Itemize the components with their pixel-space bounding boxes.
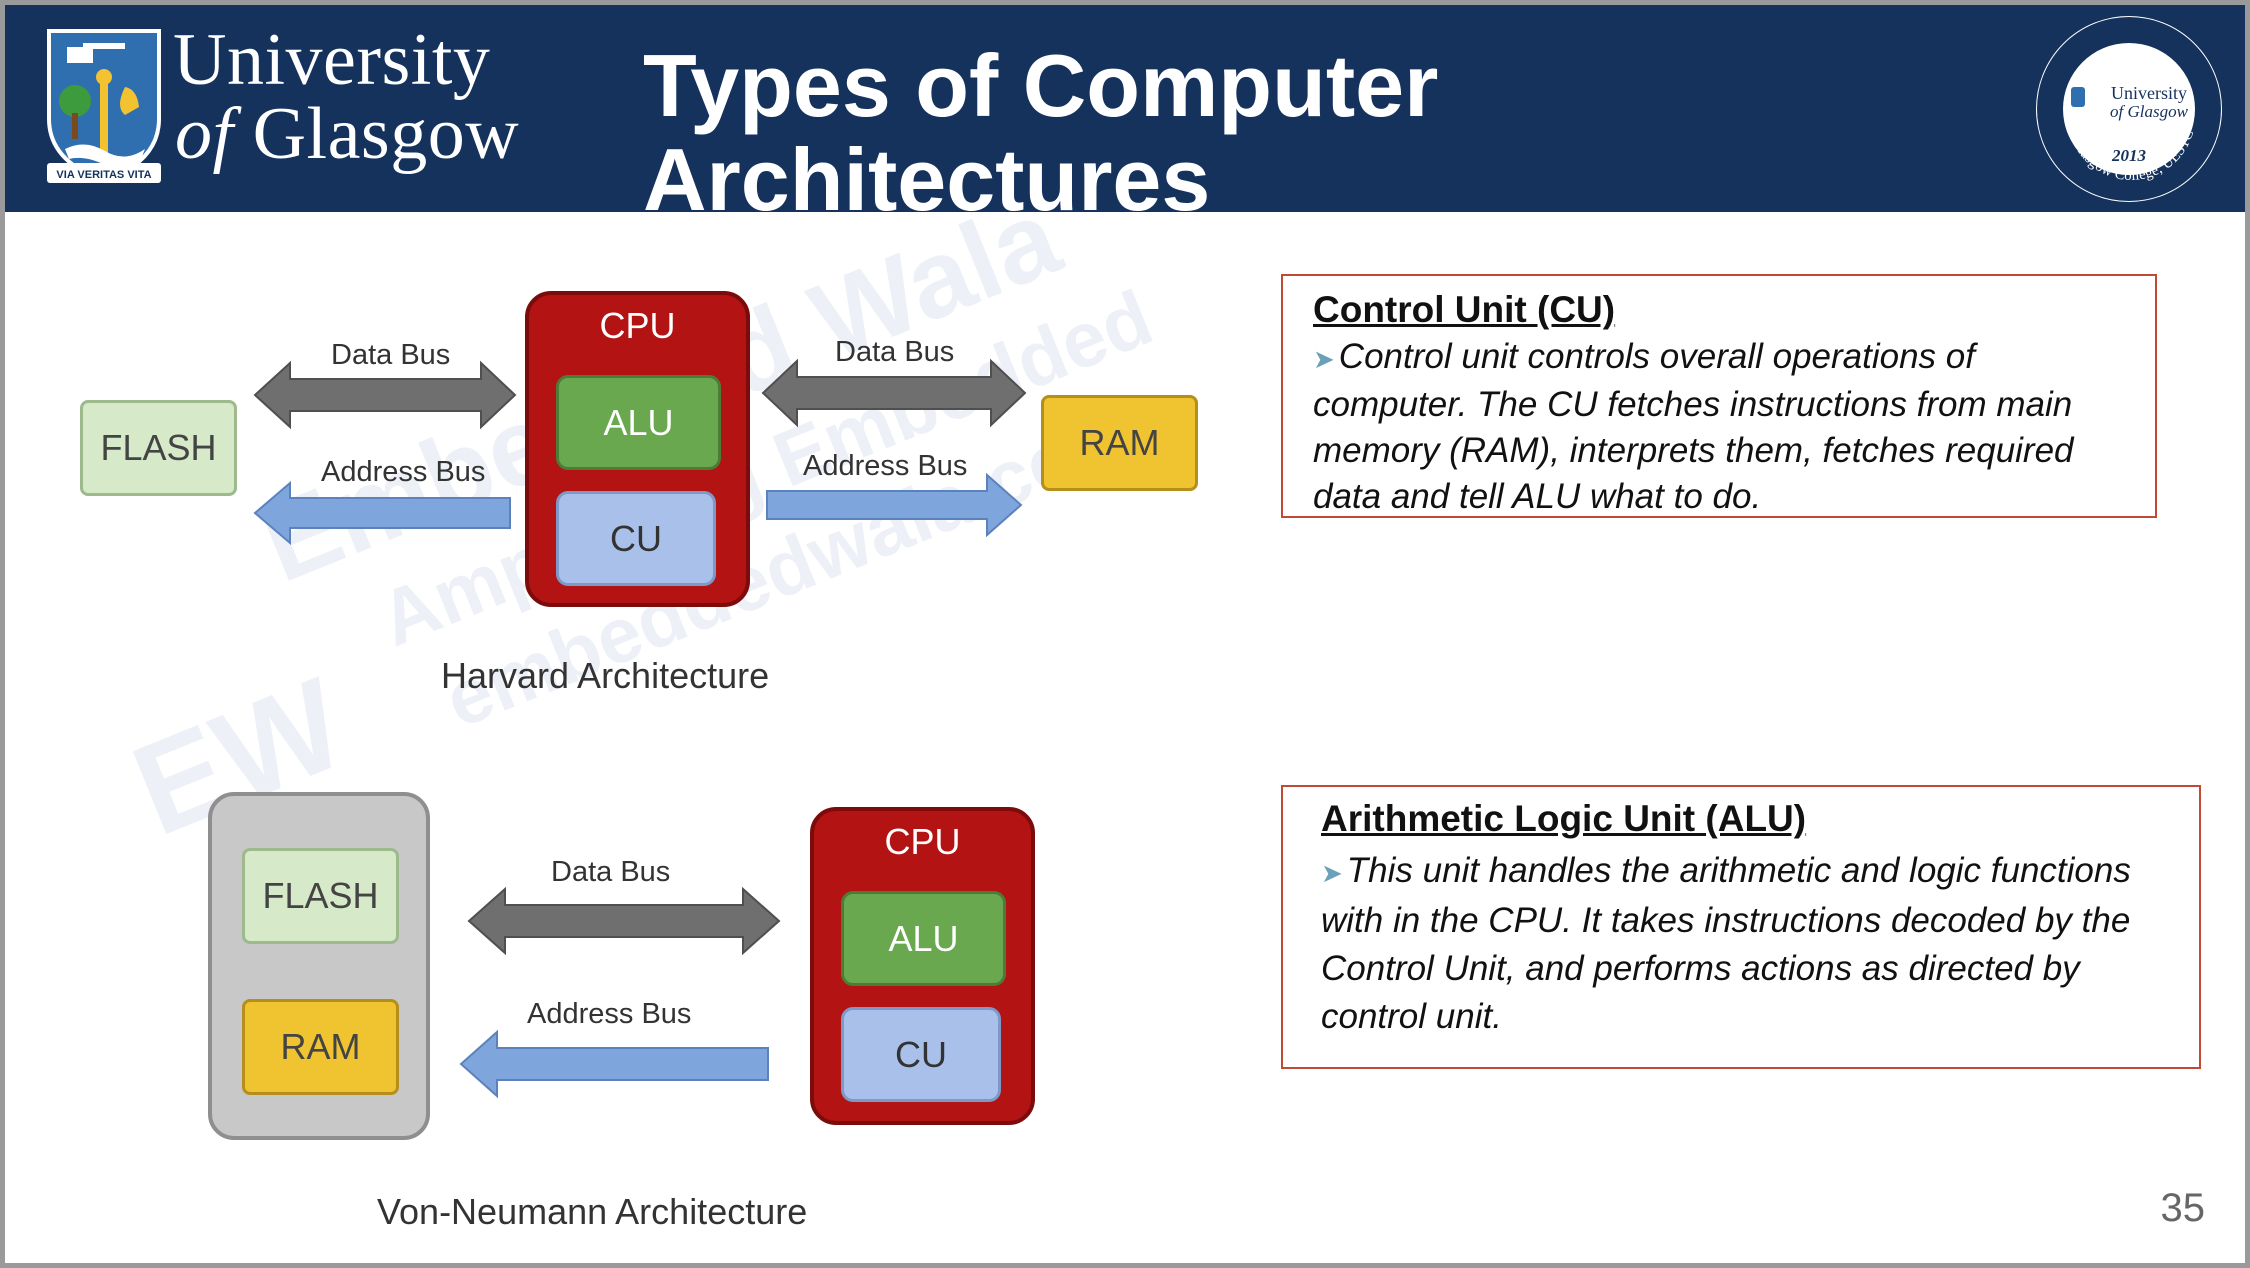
vn-caption: Von-Neumann Architecture xyxy=(377,1191,808,1232)
university-wordmark-line2: of Glasgow xyxy=(175,93,520,175)
college-seal-icon: University of Glasgow 2013 Glasgow Colle… xyxy=(2034,14,2224,204)
harvard-right-data-bus-arrow xyxy=(761,358,1027,428)
arrow-bullet-icon: ➤ xyxy=(1313,344,1335,374)
harvard-cpu-block: CPU ALU CU xyxy=(525,291,750,607)
vn-data-bus-label: Data Bus xyxy=(551,856,671,888)
vn-address-bus-arrow xyxy=(459,1029,769,1099)
seal-inner-line1: University xyxy=(2111,83,2187,103)
page-number: 35 xyxy=(2160,1186,2206,1230)
alu-info-text: ➤This unit handles the arithmetic and lo… xyxy=(1321,847,2177,1041)
page-title: Types of Computer Architectures xyxy=(643,39,1438,227)
alu-info-title: Arithmetic Logic Unit (ALU) xyxy=(1321,798,1807,839)
vn-cpu-label: CPU xyxy=(884,821,961,862)
vn-flash-block: FLASH xyxy=(242,848,399,944)
vn-data-bus-arrow xyxy=(467,886,781,956)
harvard-flash-block: FLASH xyxy=(80,400,237,496)
vn-memory-panel: FLASH RAM xyxy=(208,792,430,1140)
cu-info-title: Control Unit (CU) xyxy=(1313,289,1616,330)
alu-info-body: This unit handles the arithmetic and log… xyxy=(1321,851,2131,1036)
vn-cu-block: CU xyxy=(841,1007,1001,1102)
harvard-right-address-bus-arrow xyxy=(766,472,1023,538)
harvard-alu-block: ALU xyxy=(556,375,721,470)
vn-alu-block: ALU xyxy=(841,891,1006,986)
vn-address-bus-label: Address Bus xyxy=(527,998,692,1030)
harvard-cpu-label: CPU xyxy=(599,305,676,346)
page-title-line1: Types of Computer xyxy=(643,36,1439,135)
seal-inner-line2: of Glasgow xyxy=(2110,102,2189,121)
arrow-bullet-icon: ➤ xyxy=(1321,858,1343,888)
university-wordmark: University of Glasgow xyxy=(173,23,519,171)
cu-info-text: ➤Control unit controls overall operation… xyxy=(1313,334,2133,520)
harvard-cu-block: CU xyxy=(556,491,716,586)
harvard-left-data-bus-arrow xyxy=(253,360,517,430)
harvard-left-data-bus-label: Data Bus xyxy=(331,339,451,371)
harvard-caption: Harvard Architecture xyxy=(441,655,770,696)
harvard-ram-block: RAM xyxy=(1041,395,1198,491)
university-wordmark-line1: University xyxy=(173,19,491,101)
harvard-right-address-bus-label: Address Bus xyxy=(803,450,968,482)
harvard-left-address-bus-arrow xyxy=(253,480,511,546)
page-title-line2: Architectures xyxy=(643,130,1211,229)
cu-info-body: Control unit controls overall operations… xyxy=(1313,337,2074,516)
alu-info-box: Arithmetic Logic Unit (ALU) ➤This unit h… xyxy=(1281,785,2201,1069)
crest-motto: VIA VERITAS VITA xyxy=(56,169,151,181)
header-banner: VIA VERITAS VITA University of Glasgow T… xyxy=(5,5,2245,227)
harvard-left-address-bus-label: Address Bus xyxy=(321,456,486,488)
cu-info-box: Control Unit (CU) ➤Control unit controls… xyxy=(1281,274,2157,518)
seal-year: 2013 xyxy=(2111,146,2147,165)
vn-ram-block: RAM xyxy=(242,999,399,1095)
university-crest-icon: VIA VERITAS VITA xyxy=(47,29,161,184)
vn-cpu-block: CPU ALU CU xyxy=(810,807,1035,1125)
harvard-right-data-bus-label: Data Bus xyxy=(835,336,955,368)
